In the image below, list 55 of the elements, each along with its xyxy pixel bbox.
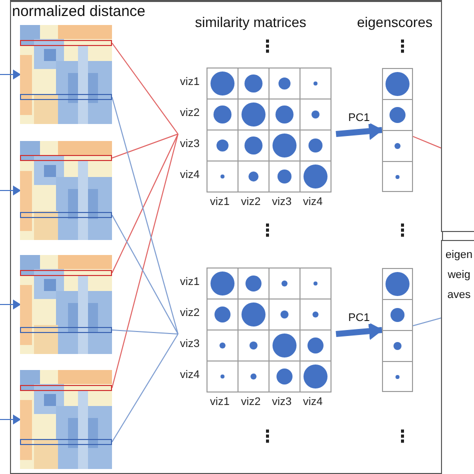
column-label: viz1	[210, 197, 230, 208]
arrow	[0, 70, 21, 80]
row-label: viz3	[180, 139, 200, 150]
highlight-row-box	[20, 40, 112, 46]
connector-line	[112, 330, 178, 334]
column-label: viz1	[210, 397, 230, 408]
arrow	[336, 322, 383, 340]
connector-line	[112, 334, 178, 442]
row-label: viz3	[180, 339, 200, 350]
row-label: viz2	[180, 108, 200, 119]
ellipsis: ⋮	[259, 428, 276, 445]
heading: eigenscores	[357, 14, 432, 30]
row-label: viz2	[180, 308, 200, 319]
edge-label: PC1	[347, 312, 371, 324]
column-label: viz2	[241, 197, 261, 208]
eigenscore-column	[382, 268, 413, 392]
edge-label: PC1	[347, 112, 371, 124]
highlight-row-box	[20, 94, 112, 100]
row-label: viz1	[180, 77, 200, 88]
row-label: viz4	[180, 170, 200, 181]
row-label: viz1	[180, 277, 200, 288]
highlight-row-box	[20, 212, 112, 218]
eigenscore-column	[382, 68, 413, 192]
highlight-row-box	[20, 155, 112, 161]
column-label: viz3	[272, 197, 292, 208]
column-label: viz4	[303, 197, 323, 208]
box-text: eigen weig aves	[444, 248, 474, 303]
connector-line	[112, 42, 178, 134]
connector-line	[112, 214, 178, 334]
heading: normalized distance	[12, 3, 146, 20]
panel-box	[441, 0, 474, 232]
row-label: viz4	[180, 370, 200, 381]
connector-line	[412, 136, 442, 148]
arrow	[336, 122, 383, 140]
highlight-row-box	[20, 439, 112, 445]
column-label: viz4	[303, 397, 323, 408]
connector-line	[412, 318, 442, 326]
connector-line	[112, 96, 178, 334]
connector-line	[112, 134, 178, 274]
highlight-row-box	[20, 270, 112, 276]
ellipsis: ⋮	[394, 222, 411, 239]
highlight-row-box	[20, 385, 112, 391]
ellipsis: ⋮	[394, 38, 411, 55]
ellipsis: ⋮	[259, 222, 276, 239]
ellipsis: ⋮	[259, 38, 276, 55]
column-label: viz3	[272, 397, 292, 408]
arrow	[0, 186, 21, 196]
column-label: viz2	[241, 397, 261, 408]
ellipsis: ⋮	[394, 428, 411, 445]
arrow	[0, 414, 21, 424]
highlight-row-box	[20, 327, 112, 333]
heading: similarity matrices	[195, 14, 306, 30]
connector-line	[112, 134, 178, 158]
arrow	[0, 300, 21, 310]
connector-line	[112, 134, 178, 388]
